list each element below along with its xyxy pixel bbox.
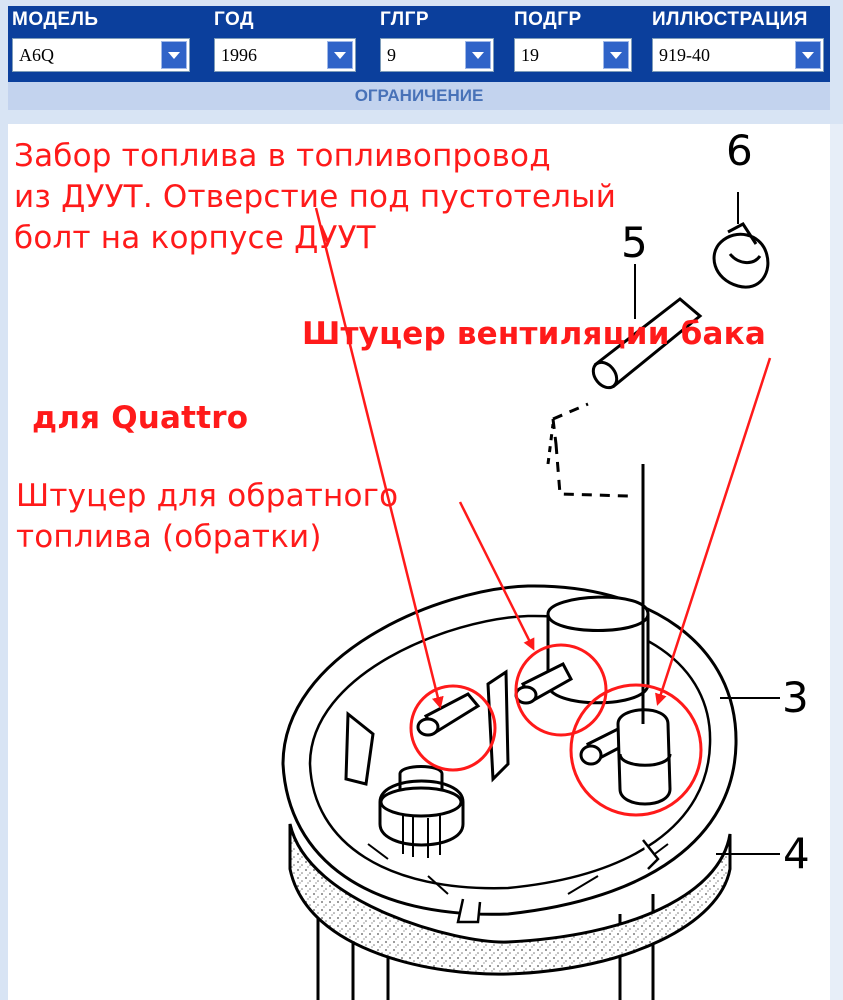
fuel-sender-diagram [281,192,780,1000]
illustration-filter: ИЛЛЮСТРАЦИЯ 919-40 [648,6,830,82]
sub-group-select[interactable]: 19 [514,38,632,72]
main-group-dropdown-button[interactable] [465,41,491,69]
model-select[interactable]: A6Q [12,38,190,72]
part-number-6[interactable]: 6 [726,126,753,175]
gasket-ring [288,823,732,976]
restriction-label: ОГРАНИЧЕНИЕ [354,86,484,105]
illustration-select[interactable]: 919-40 [652,38,824,72]
year-filter: ГОД 1996 [210,6,374,82]
model-value: A6Q [19,45,54,65]
model-label: МОДЕЛЬ [12,9,99,30]
chevron-down-icon [334,52,346,59]
return-fitting-annotation: Штуцер для обратного топлива (обратки) [16,476,398,558]
sender-fittings [344,464,672,858]
illustration-dropdown-button[interactable] [795,41,821,69]
parts-filter-toolbar: МОДЕЛЬ A6Q ГОД 1996 ГЛГР 9 [8,6,830,82]
chevron-down-icon [168,52,180,59]
hose-clamp [712,222,770,289]
year-label: ГОД [214,9,255,30]
year-dropdown-button[interactable] [327,41,353,69]
part-number-5[interactable]: 5 [621,218,648,267]
sub-group-value: 19 [521,45,539,65]
sub-group-filter: ПОДГР 19 [510,6,646,82]
model-dropdown-button[interactable] [161,41,187,69]
annotation-arrows [314,207,772,709]
year-value: 1996 [221,45,257,65]
chevron-down-icon [610,52,622,59]
restriction-bar: ОГРАНИЧЕНИЕ [8,82,830,110]
fuel-intake-line-3: болт на корпусе ДУУТ [14,220,376,256]
part-number-3[interactable]: 3 [782,673,809,722]
quattro-note: для Quattro [32,400,249,436]
main-group-filter: ГЛГР 9 [376,6,508,82]
parts-illustration: 6 5 3 4 Забор топлива в топливопровод из… [8,124,830,1000]
vent-hose [546,297,703,498]
sub-group-label: ПОДГР [514,9,582,30]
part-number-4[interactable]: 4 [783,829,810,878]
leader-lines [634,192,780,855]
scroll-edge [830,124,843,1000]
chevron-down-icon [802,52,814,59]
tank-vent-annotation: Штуцер вентиляции бака [302,316,766,352]
model-filter: МОДЕЛЬ A6Q [8,6,208,82]
main-group-select[interactable]: 9 [380,38,494,72]
highlight-circles [409,643,703,817]
fuel-filter-can [546,595,650,705]
main-group-value: 9 [387,45,396,65]
fuel-intake-annotation: Забор топлива в топливопровод из ДУУТ. О… [14,136,616,259]
return-fitting-line-1: Штуцер для обратного [16,478,399,514]
fuel-intake-line-2: из ДУУТ. Отверстие под пустотелый [14,179,617,215]
sub-group-dropdown-button[interactable] [603,41,629,69]
year-select[interactable]: 1996 [214,38,356,72]
illustration-value: 919-40 [659,45,710,65]
main-group-label: ГЛГР [380,9,430,30]
fuel-intake-line-1: Забор топлива в топливопровод [14,138,551,174]
illustration-label: ИЛЛЮСТРАЦИЯ [652,9,808,30]
chevron-down-icon [472,52,484,59]
return-fitting-line-2: топлива (обратки) [16,519,322,555]
